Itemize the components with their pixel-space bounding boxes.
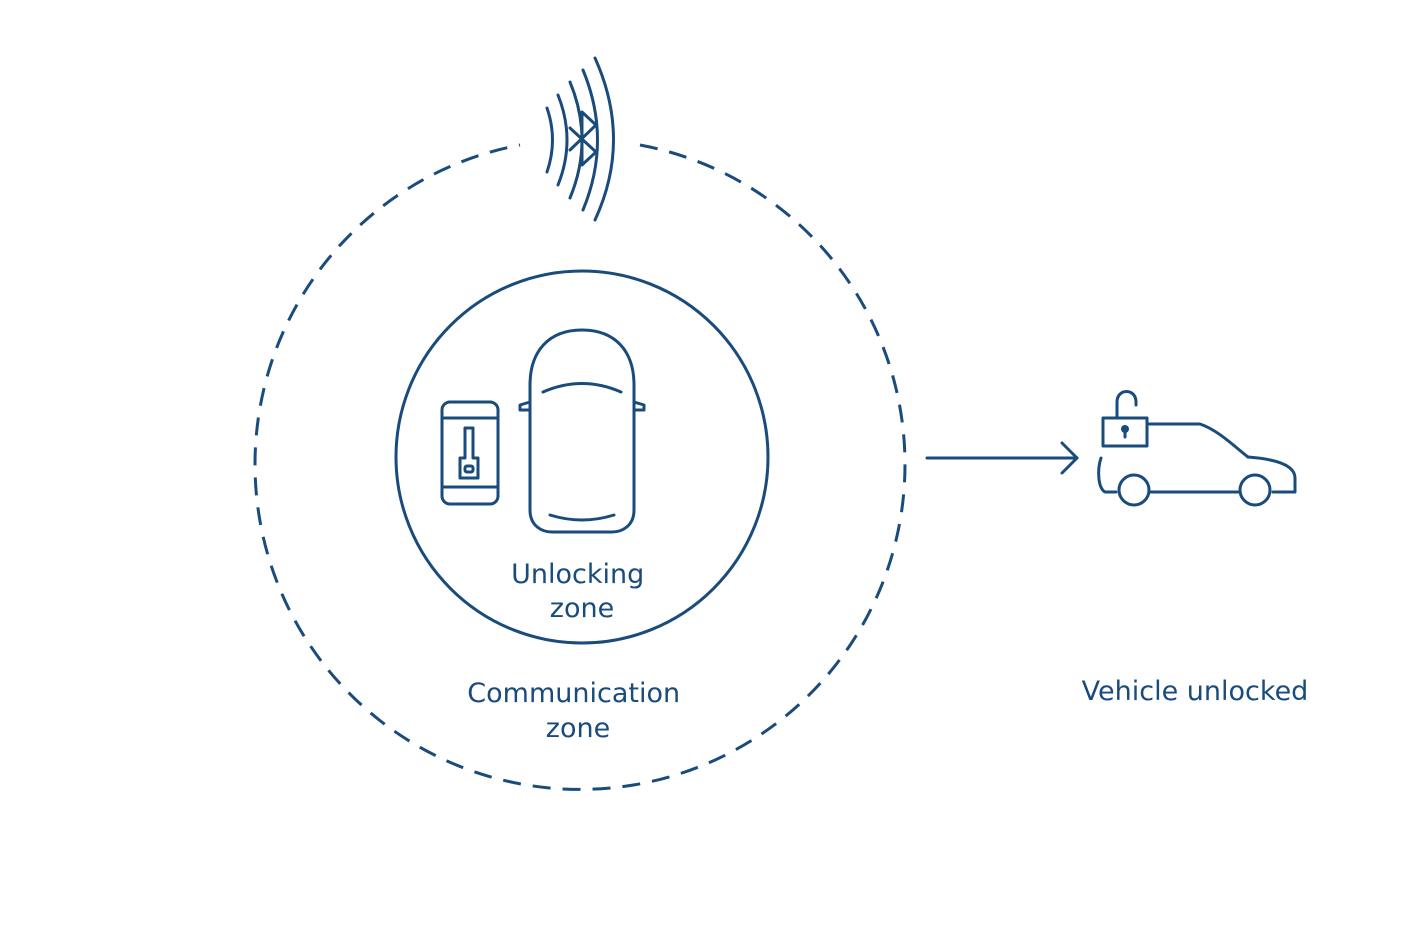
car-side-front-wheel — [1238, 473, 1272, 507]
unlocking-zone-line2: zone — [550, 593, 614, 624]
car-top-mirror-right — [632, 400, 646, 412]
car-top-rear-window — [548, 513, 616, 522]
unlocking-zone-label: Unlocking zone — [511, 559, 653, 624]
key-hole — [463, 464, 475, 474]
signal-wave-4 — [581, 68, 599, 212]
signal-wave-1 — [545, 106, 554, 174]
smartphone-body — [440, 400, 500, 506]
communication-zone-circle — [253, 143, 907, 791]
padlock-shackle — [1115, 390, 1138, 420]
car-side-view-icon — [1097, 422, 1297, 507]
car-side-rear-wheel — [1117, 473, 1151, 507]
padlock-body — [1101, 416, 1149, 448]
bluetooth-symbol — [568, 110, 598, 167]
arrow-right-icon — [925, 441, 1079, 475]
communication-zone-line1: Communication — [467, 678, 680, 709]
car-side-roof — [1145, 422, 1250, 459]
car-top-mirror-left — [518, 400, 532, 412]
signal-wave-2 — [556, 93, 569, 187]
bluetooth-icon — [545, 56, 615, 222]
car-side-front — [1246, 455, 1297, 494]
car-top-windshield — [541, 382, 623, 394]
smartphone-key-icon — [440, 400, 500, 506]
communication-zone-line2: zone — [546, 713, 610, 744]
signal-wave-5 — [593, 56, 615, 222]
car-side-rear — [1097, 456, 1118, 494]
key-icon — [458, 426, 480, 480]
vehicle-unlocked-label: Vehicle unlocked — [1082, 676, 1309, 707]
car-top-body — [528, 328, 636, 534]
communication-zone-label: Communication zone — [467, 678, 688, 744]
unlocking-zone-line1: Unlocking — [511, 559, 644, 590]
arrow-head — [1060, 441, 1079, 475]
padlock-open-icon — [1101, 390, 1149, 448]
car-top-view-icon — [518, 328, 646, 534]
unlocking-zone-circle — [394, 269, 770, 645]
